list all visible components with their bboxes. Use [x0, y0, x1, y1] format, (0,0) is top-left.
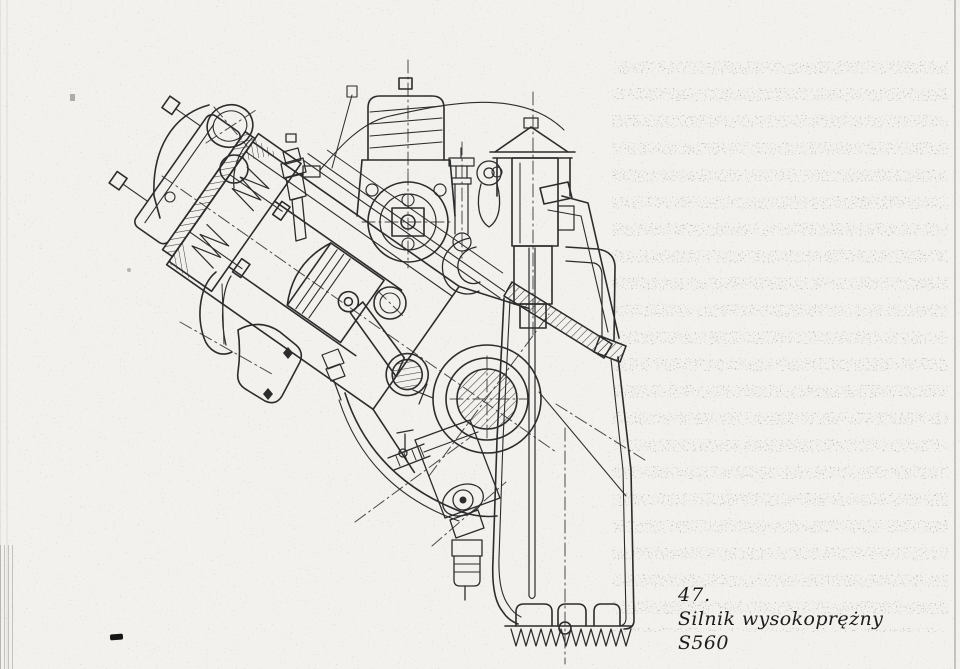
breather-tube — [448, 147, 475, 252]
intake-elbow — [153, 104, 254, 219]
pipe-fitting — [321, 348, 346, 401]
camshaft-journal — [373, 286, 407, 320]
injection-pump — [331, 77, 456, 263]
sump-rim — [503, 281, 613, 359]
figure-number: 47. — [678, 584, 712, 606]
fuel-line — [319, 101, 565, 171]
cylinder-block-section — [108, 95, 530, 474]
scan-edge-left-streaks — [0, 545, 15, 669]
figure-caption-model: S560 — [678, 632, 729, 654]
engine-cutaway — [108, 59, 649, 665]
dipstick — [528, 247, 536, 600]
scan-edge-left — [0, 0, 16, 669]
exhaust-manifold — [199, 271, 303, 404]
crankshaft — [338, 344, 542, 522]
ink-blob — [109, 633, 124, 641]
scan-speck — [127, 268, 131, 272]
bracket-eyelet — [441, 160, 502, 295]
fuel-injector — [280, 133, 321, 242]
crankcase-right — [539, 181, 620, 339]
fuel-feed-pump — [387, 419, 501, 601]
figure-caption: 47. Silnik wysokoprężny S560 — [678, 583, 883, 655]
figure-caption-title: Silnik wysokoprężny — [678, 608, 884, 630]
oil-sump — [491, 247, 635, 647]
scan-edge-right — [954, 0, 956, 669]
scan-speck — [70, 94, 75, 101]
